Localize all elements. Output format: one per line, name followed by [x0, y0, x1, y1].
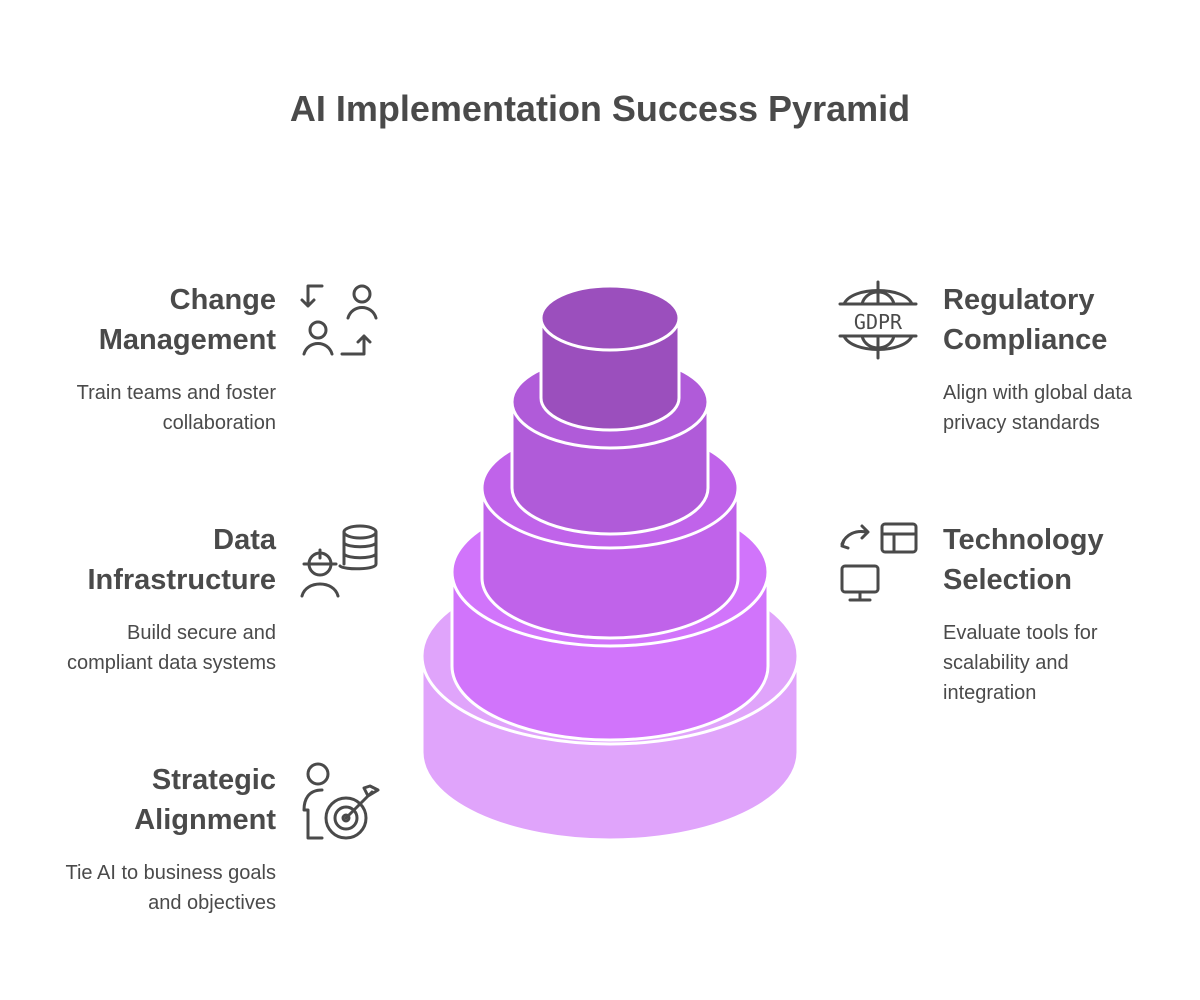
heading: Compliance	[943, 324, 1108, 356]
heading: Selection	[943, 564, 1072, 596]
person-target-icon	[302, 762, 380, 840]
gdpr-label: GDPR	[854, 310, 903, 334]
heading: Infrastructure	[87, 564, 276, 596]
description: Tie AI to business goals	[65, 862, 277, 884]
heading: Management	[98, 324, 276, 356]
tier-top	[539, 284, 681, 352]
description: collaboration	[162, 412, 276, 434]
heading: Technology	[943, 524, 1104, 556]
description: Train teams and foster	[76, 382, 276, 404]
heading: Change	[169, 284, 276, 316]
heading: Strategic	[151, 764, 276, 796]
gdpr-globe-icon: GDPR	[838, 280, 918, 360]
description: compliant data systems	[67, 652, 276, 674]
description: and objectives	[148, 892, 276, 914]
heading: Data	[213, 524, 276, 556]
description: Align with global data	[943, 382, 1133, 404]
engineer-database-icon	[300, 524, 378, 598]
description: integration	[943, 682, 1037, 704]
heading: Regulatory	[943, 284, 1095, 316]
tech-tools-icon	[840, 522, 918, 602]
description: scalability and	[943, 652, 1069, 674]
heading: Alignment	[134, 804, 276, 836]
change-people-icon	[300, 284, 378, 356]
pyramid-tier-1	[539, 284, 681, 432]
description: Evaluate tools for	[943, 622, 1098, 644]
diagram-title: AI Implementation Success Pyramid	[289, 88, 911, 129]
description: Build secure and	[127, 622, 276, 644]
description: privacy standards	[943, 412, 1100, 434]
